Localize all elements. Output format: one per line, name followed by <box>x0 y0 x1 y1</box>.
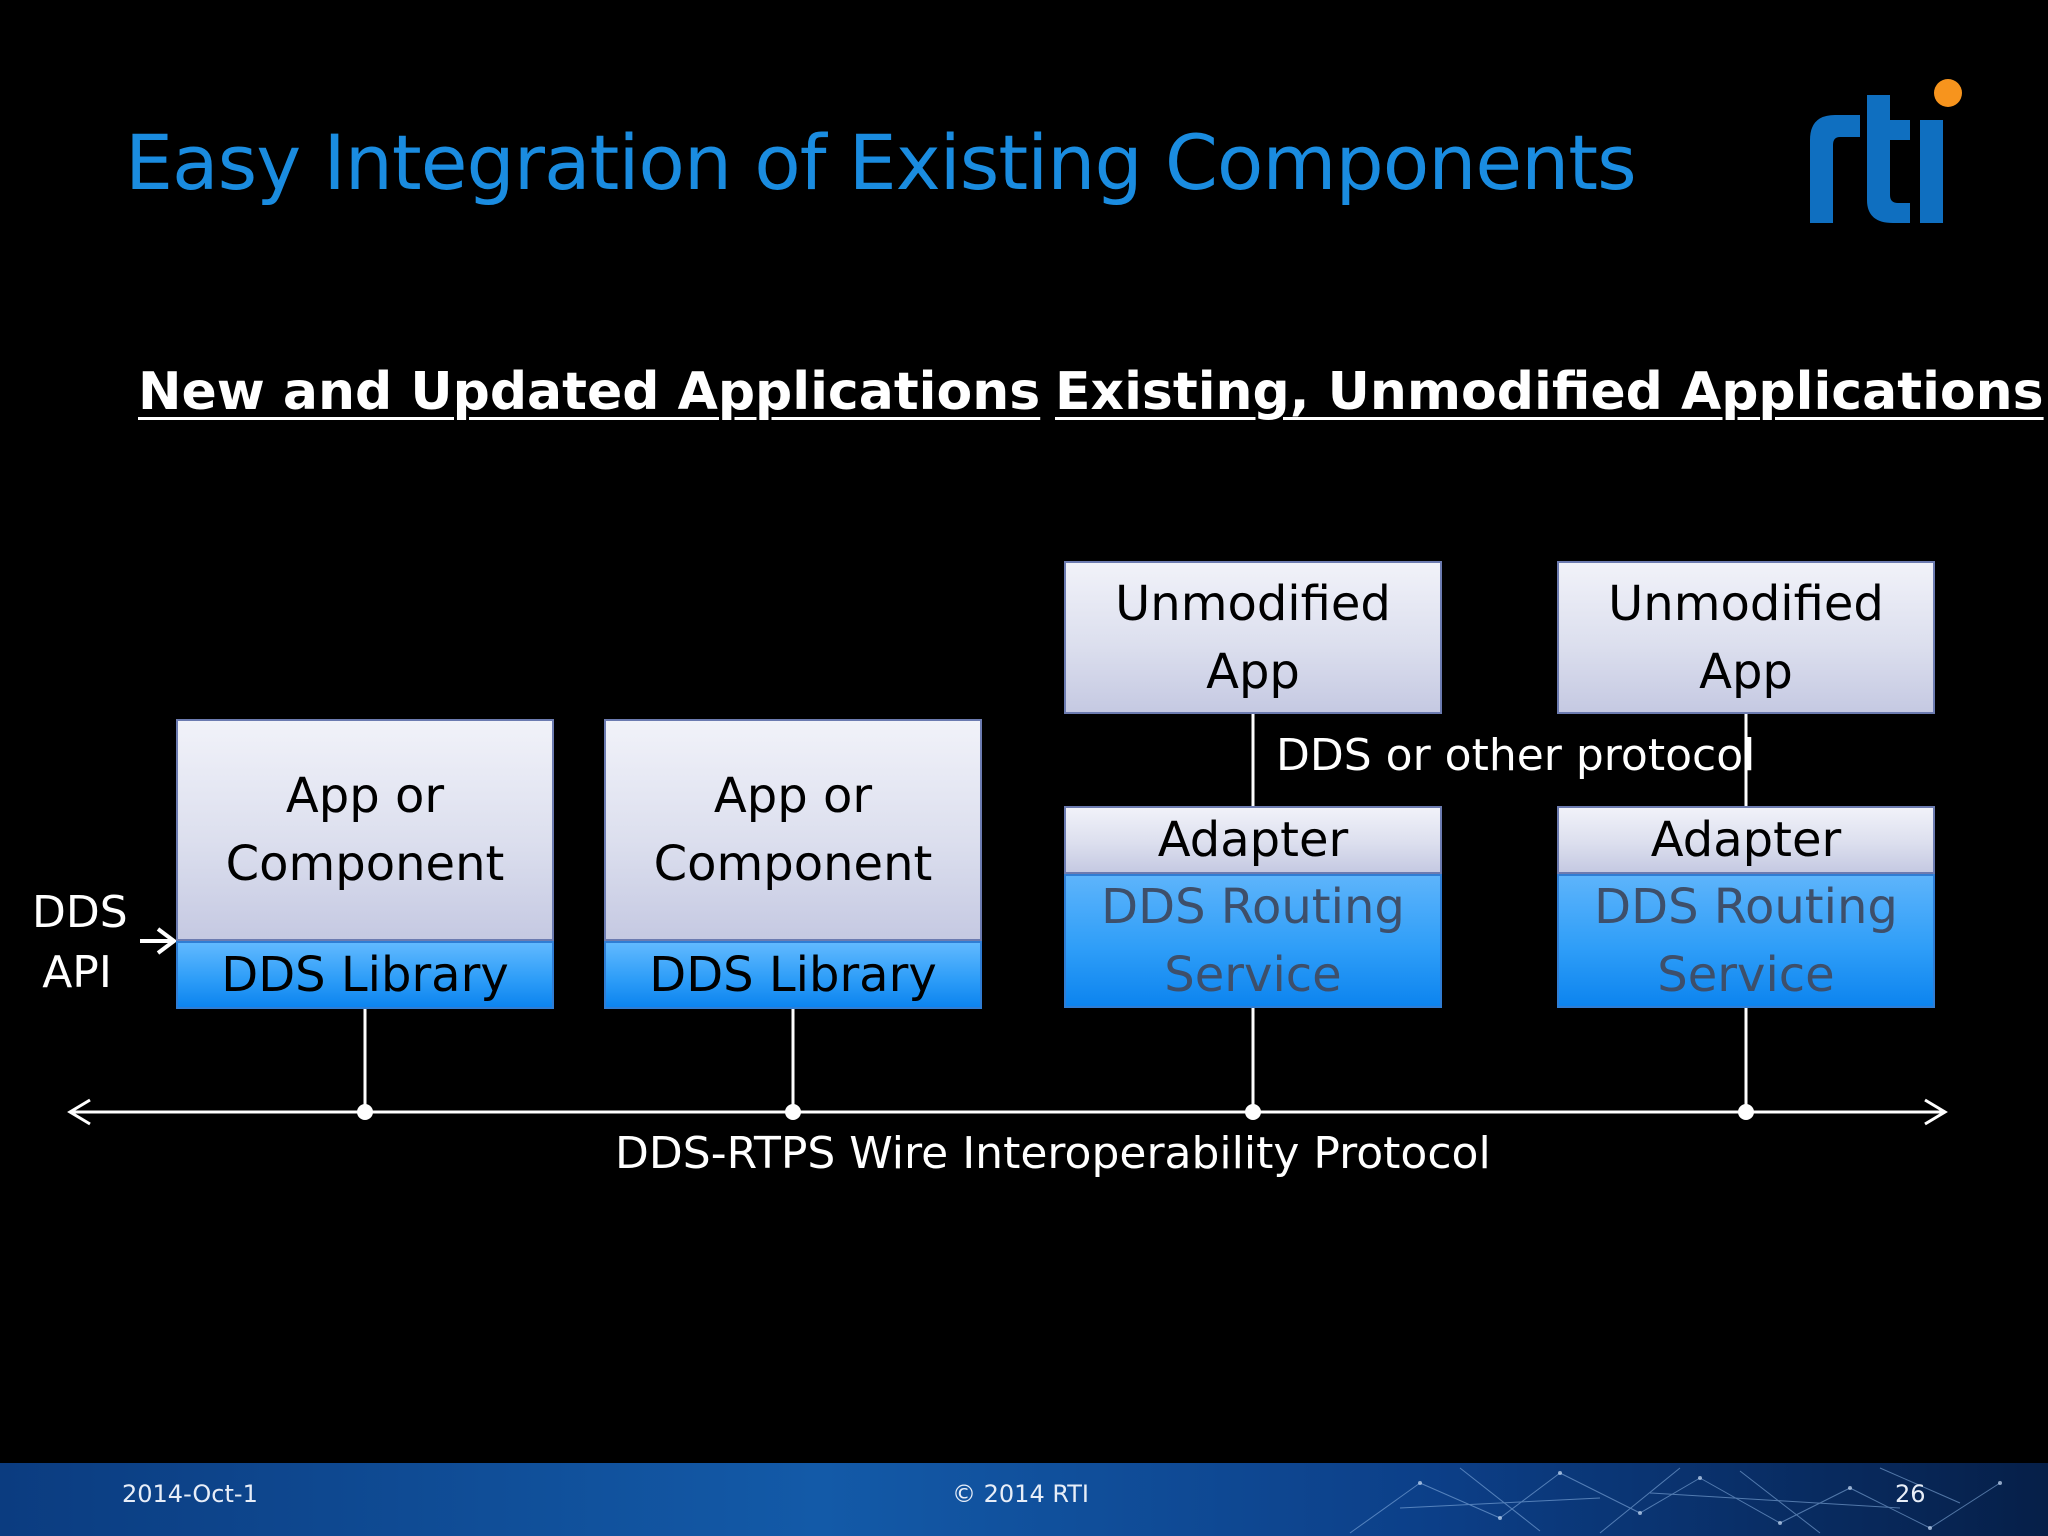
footer-date: 2014-Oct-1 <box>122 1480 258 1508</box>
heading-existing-applications: Existing, Unmodified Applications <box>1055 362 2044 422</box>
footer-copyright: © 2014 RTI <box>952 1480 1090 1508</box>
routing-line2: Service <box>1657 947 1835 1003</box>
footer-page-number: 26 <box>1895 1480 1926 1508</box>
other-protocol-label: DDS or other protocol <box>1276 730 1756 781</box>
app-line1: Unmodified <box>1115 575 1391 632</box>
bus-arrow-right <box>1924 1098 1948 1126</box>
adapter-box-2: Adapter <box>1557 806 1935 874</box>
app-line1: App or <box>285 768 445 824</box>
app-line1: App or <box>713 768 873 824</box>
dds-library-box-1: DDS Library <box>176 941 554 1009</box>
dds-api-line2: API <box>42 947 112 998</box>
bus-arrow-left <box>67 1098 91 1126</box>
bus-dot-2 <box>785 1104 801 1120</box>
dds-api-line1: DDS <box>32 887 128 938</box>
footer-bar <box>0 1463 2048 1536</box>
adapter-box-1: Adapter <box>1064 806 1442 874</box>
app-line2: Component <box>653 836 933 892</box>
bus-dot-1 <box>357 1104 373 1120</box>
dds-api-label: DDS API <box>32 883 128 1003</box>
footer-network-graphic <box>1349 1467 2002 1534</box>
app-component-box-2: App or Component <box>604 719 982 941</box>
bus-dot-3 <box>1245 1104 1261 1120</box>
routing-line1: DDS Routing <box>1594 879 1898 935</box>
app-line2: App <box>1699 643 1793 700</box>
routing-line2: Service <box>1164 947 1342 1003</box>
routing-line1: DDS Routing <box>1101 879 1405 935</box>
bus-dot-4 <box>1738 1104 1754 1120</box>
wire-protocol-label: DDS-RTPS Wire Interoperability Protocol <box>615 1128 1491 1179</box>
app-line2: Component <box>225 836 505 892</box>
rti-logo: rti <box>1810 79 1962 223</box>
app-component-box-1: App or Component <box>176 719 554 941</box>
dds-api-arrowhead <box>156 927 178 955</box>
slide-title: Easy Integration of Existing Components <box>125 118 1637 207</box>
app-line2: App <box>1206 643 1300 700</box>
app-line1: Unmodified <box>1608 575 1884 632</box>
dds-library-box-2: DDS Library <box>604 941 982 1009</box>
heading-new-applications: New and Updated Applications <box>138 362 1041 422</box>
